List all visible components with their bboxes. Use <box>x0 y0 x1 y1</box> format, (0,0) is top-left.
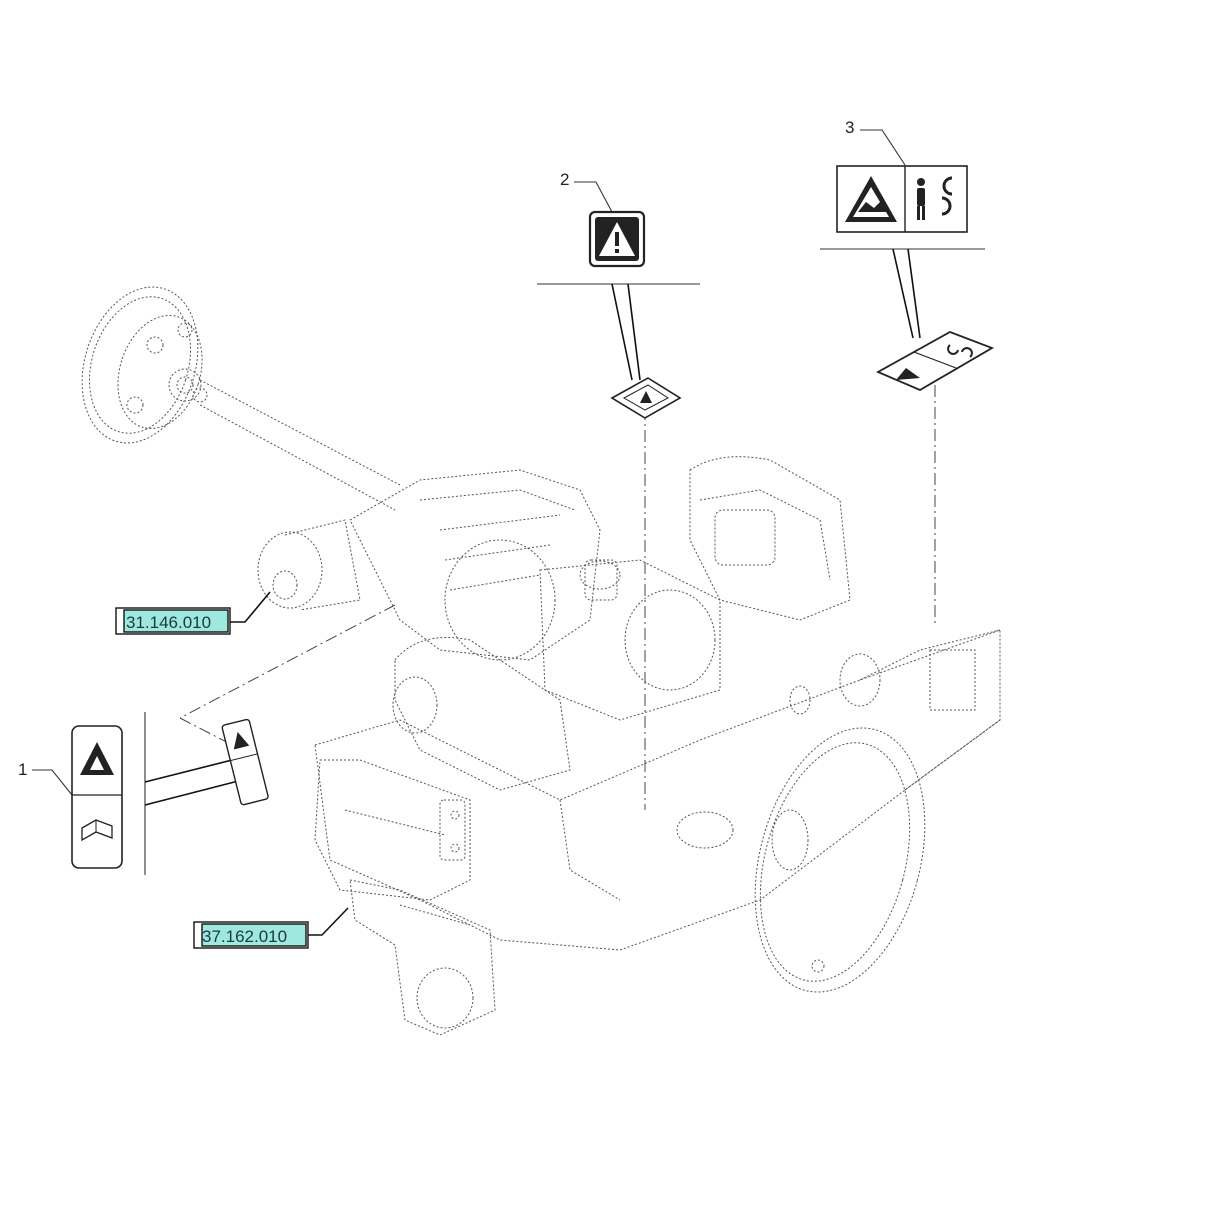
decal-1-installed <box>221 718 269 806</box>
decal-1 <box>71 725 123 869</box>
decal-2-group: 2 <box>537 170 700 419</box>
wheel-hub <box>81 286 208 444</box>
warning-exclamation-icon <box>599 222 635 256</box>
decal-2-installed <box>610 377 682 419</box>
placement-lines <box>179 385 936 810</box>
decal-3-group: 3 <box>820 118 995 392</box>
read-manual-icon <box>81 819 113 842</box>
callout-1-leader <box>32 769 73 796</box>
warning-triangle-icon <box>80 742 114 775</box>
reference-upper-label: 31.146.010 <box>126 613 211 632</box>
decal-2 <box>588 210 646 268</box>
decal-3-installed <box>875 331 995 392</box>
front-bracket <box>314 759 471 901</box>
left-mount <box>392 637 571 791</box>
ring-gear <box>754 727 926 993</box>
callout-2-leader <box>574 181 613 213</box>
callout-1-label: 1 <box>18 760 27 779</box>
right-mount <box>689 456 851 621</box>
decal-1-group: 1 <box>18 712 269 875</box>
reference-lower-leader <box>307 907 349 936</box>
reference-upper-leader <box>230 591 271 623</box>
reference-lower-label: 37.162.010 <box>202 927 287 946</box>
axle-frame <box>314 629 1001 951</box>
reference-upper[interactable]: 31.146.010 <box>115 591 271 635</box>
drive-cylinder <box>257 519 361 611</box>
axle-assembly <box>81 286 1001 1036</box>
suspension-link <box>349 879 496 1036</box>
decal-3 <box>836 165 968 233</box>
person-keep-clear-icon <box>917 176 953 220</box>
callout-2-label: 2 <box>560 170 569 189</box>
differential-housing <box>349 469 721 721</box>
reference-lower[interactable]: 37.162.010 <box>193 907 349 949</box>
crush-hazard-icon <box>845 176 897 222</box>
callout-3-label: 3 <box>845 118 854 137</box>
callout-3-leader <box>860 129 906 166</box>
axle-shaft <box>199 379 401 511</box>
